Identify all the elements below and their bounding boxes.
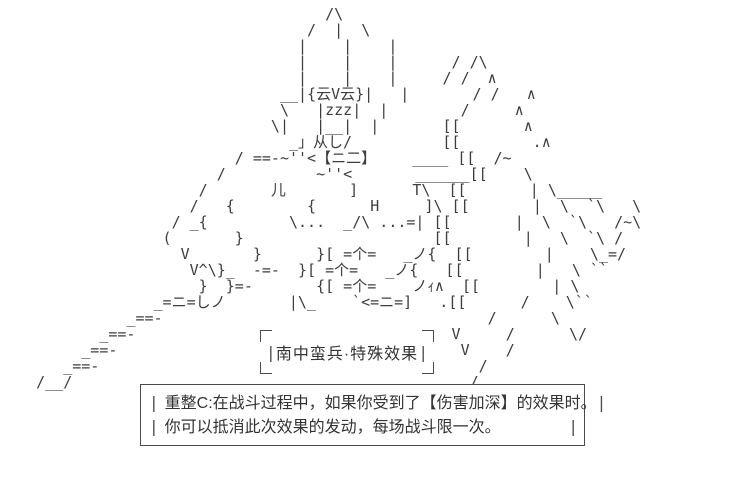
ascii-art-line: /__/ / bbox=[0, 373, 479, 391]
ascii-art-line: /\ bbox=[0, 5, 344, 23]
corner-top-left bbox=[260, 330, 272, 342]
ascii-art-line: V^\}_ -=- }[ =个= _ノ{ [[ | \ `` bbox=[0, 261, 608, 279]
ascii-art-line: / ~''< ______[[ \ bbox=[0, 165, 533, 183]
skill-text-line-1: |重整C:在战斗过程中，如果你受到了【伤害加深】的效果时。 | bbox=[149, 391, 606, 415]
ascii-art-line: | | | / /\ bbox=[0, 53, 488, 71]
skill-text-2: 你可以抵消此次效果的发动，每场战斗限一次。 bbox=[164, 419, 501, 436]
skill-text-line-2: | 你可以抵消此次效果的发动，每场战斗限一次。 | bbox=[149, 415, 578, 439]
ascii-art-line: _==- V / \/ bbox=[99, 325, 587, 343]
ascii-art-line: _==- / bbox=[0, 357, 488, 375]
ascii-art-line: / ==-~''<【ニ二】 ____ [[ /~ bbox=[0, 149, 512, 167]
ascii-art-line: V } }[ =个= _ノ{ [[ | \_=/ bbox=[0, 245, 627, 263]
line2-left-bar: | bbox=[149, 417, 159, 436]
ascii-art-line: _=ニ=しノ |\_ `<=ニ=] .[[ / \`` bbox=[0, 293, 593, 311]
label-right-bar: | bbox=[418, 342, 428, 362]
ascii-art-line: _==- V / bbox=[0, 341, 515, 359]
ascii-art-line: / { { H ]\ [[ | \ `\ \ bbox=[0, 197, 642, 215]
line1-right-bar: | bbox=[596, 393, 607, 412]
ascii-art-line: _」从し/ [[ .∧ bbox=[0, 133, 551, 151]
ascii-art: /\ / | \ | | | | | | / /\ | | bbox=[0, 6, 641, 390]
corner-top-right bbox=[422, 330, 434, 342]
label-left-bar: | bbox=[266, 342, 276, 362]
skill-text-1: 重整C:在战斗过程中，如果你受到了【伤害加深】的效果时。 bbox=[164, 395, 597, 412]
ascii-art-line: ( } [[ | \ `\ / bbox=[0, 229, 624, 247]
ascii-art-line: / _{ \... _/\ ...=| [[ | \ `\ /~\ bbox=[0, 213, 642, 231]
ascii-art-line: } }=- {[ =个= ノｨ∧ [[ | \ bbox=[0, 277, 580, 295]
ascii-art-line: / 儿 ] T\ [[ | \_____ bbox=[0, 181, 602, 199]
ascii-art-line: _==- / \ bbox=[0, 309, 560, 327]
ascii-art-line-face: __|{云V云}| | / / ∧ bbox=[0, 85, 536, 103]
skill-description-box: |重整C:在战斗过程中，如果你受到了【伤害加深】的效果时。 | |你可以抵消此次… bbox=[140, 384, 606, 446]
unit-title-box: | 南中蛮兵·特殊效果 | bbox=[260, 330, 434, 374]
line2-right-bar: | bbox=[568, 417, 578, 436]
ascii-art-line-zzz: \ |zzz| | / ∧ bbox=[0, 101, 524, 119]
corner-bottom-right bbox=[422, 362, 434, 374]
ascii-art-line: / | \ bbox=[0, 21, 371, 39]
unit-title: 南中蛮兵·特殊效果 bbox=[275, 346, 419, 363]
ascii-art-line: \| |__| | [[ ∧ bbox=[0, 117, 533, 135]
ascii-art-line: | | | / / ∧ bbox=[0, 69, 497, 87]
line1-left-bar: | bbox=[149, 393, 159, 412]
ascii-art-line: | | | bbox=[0, 37, 398, 55]
corner-bottom-left bbox=[260, 362, 272, 374]
